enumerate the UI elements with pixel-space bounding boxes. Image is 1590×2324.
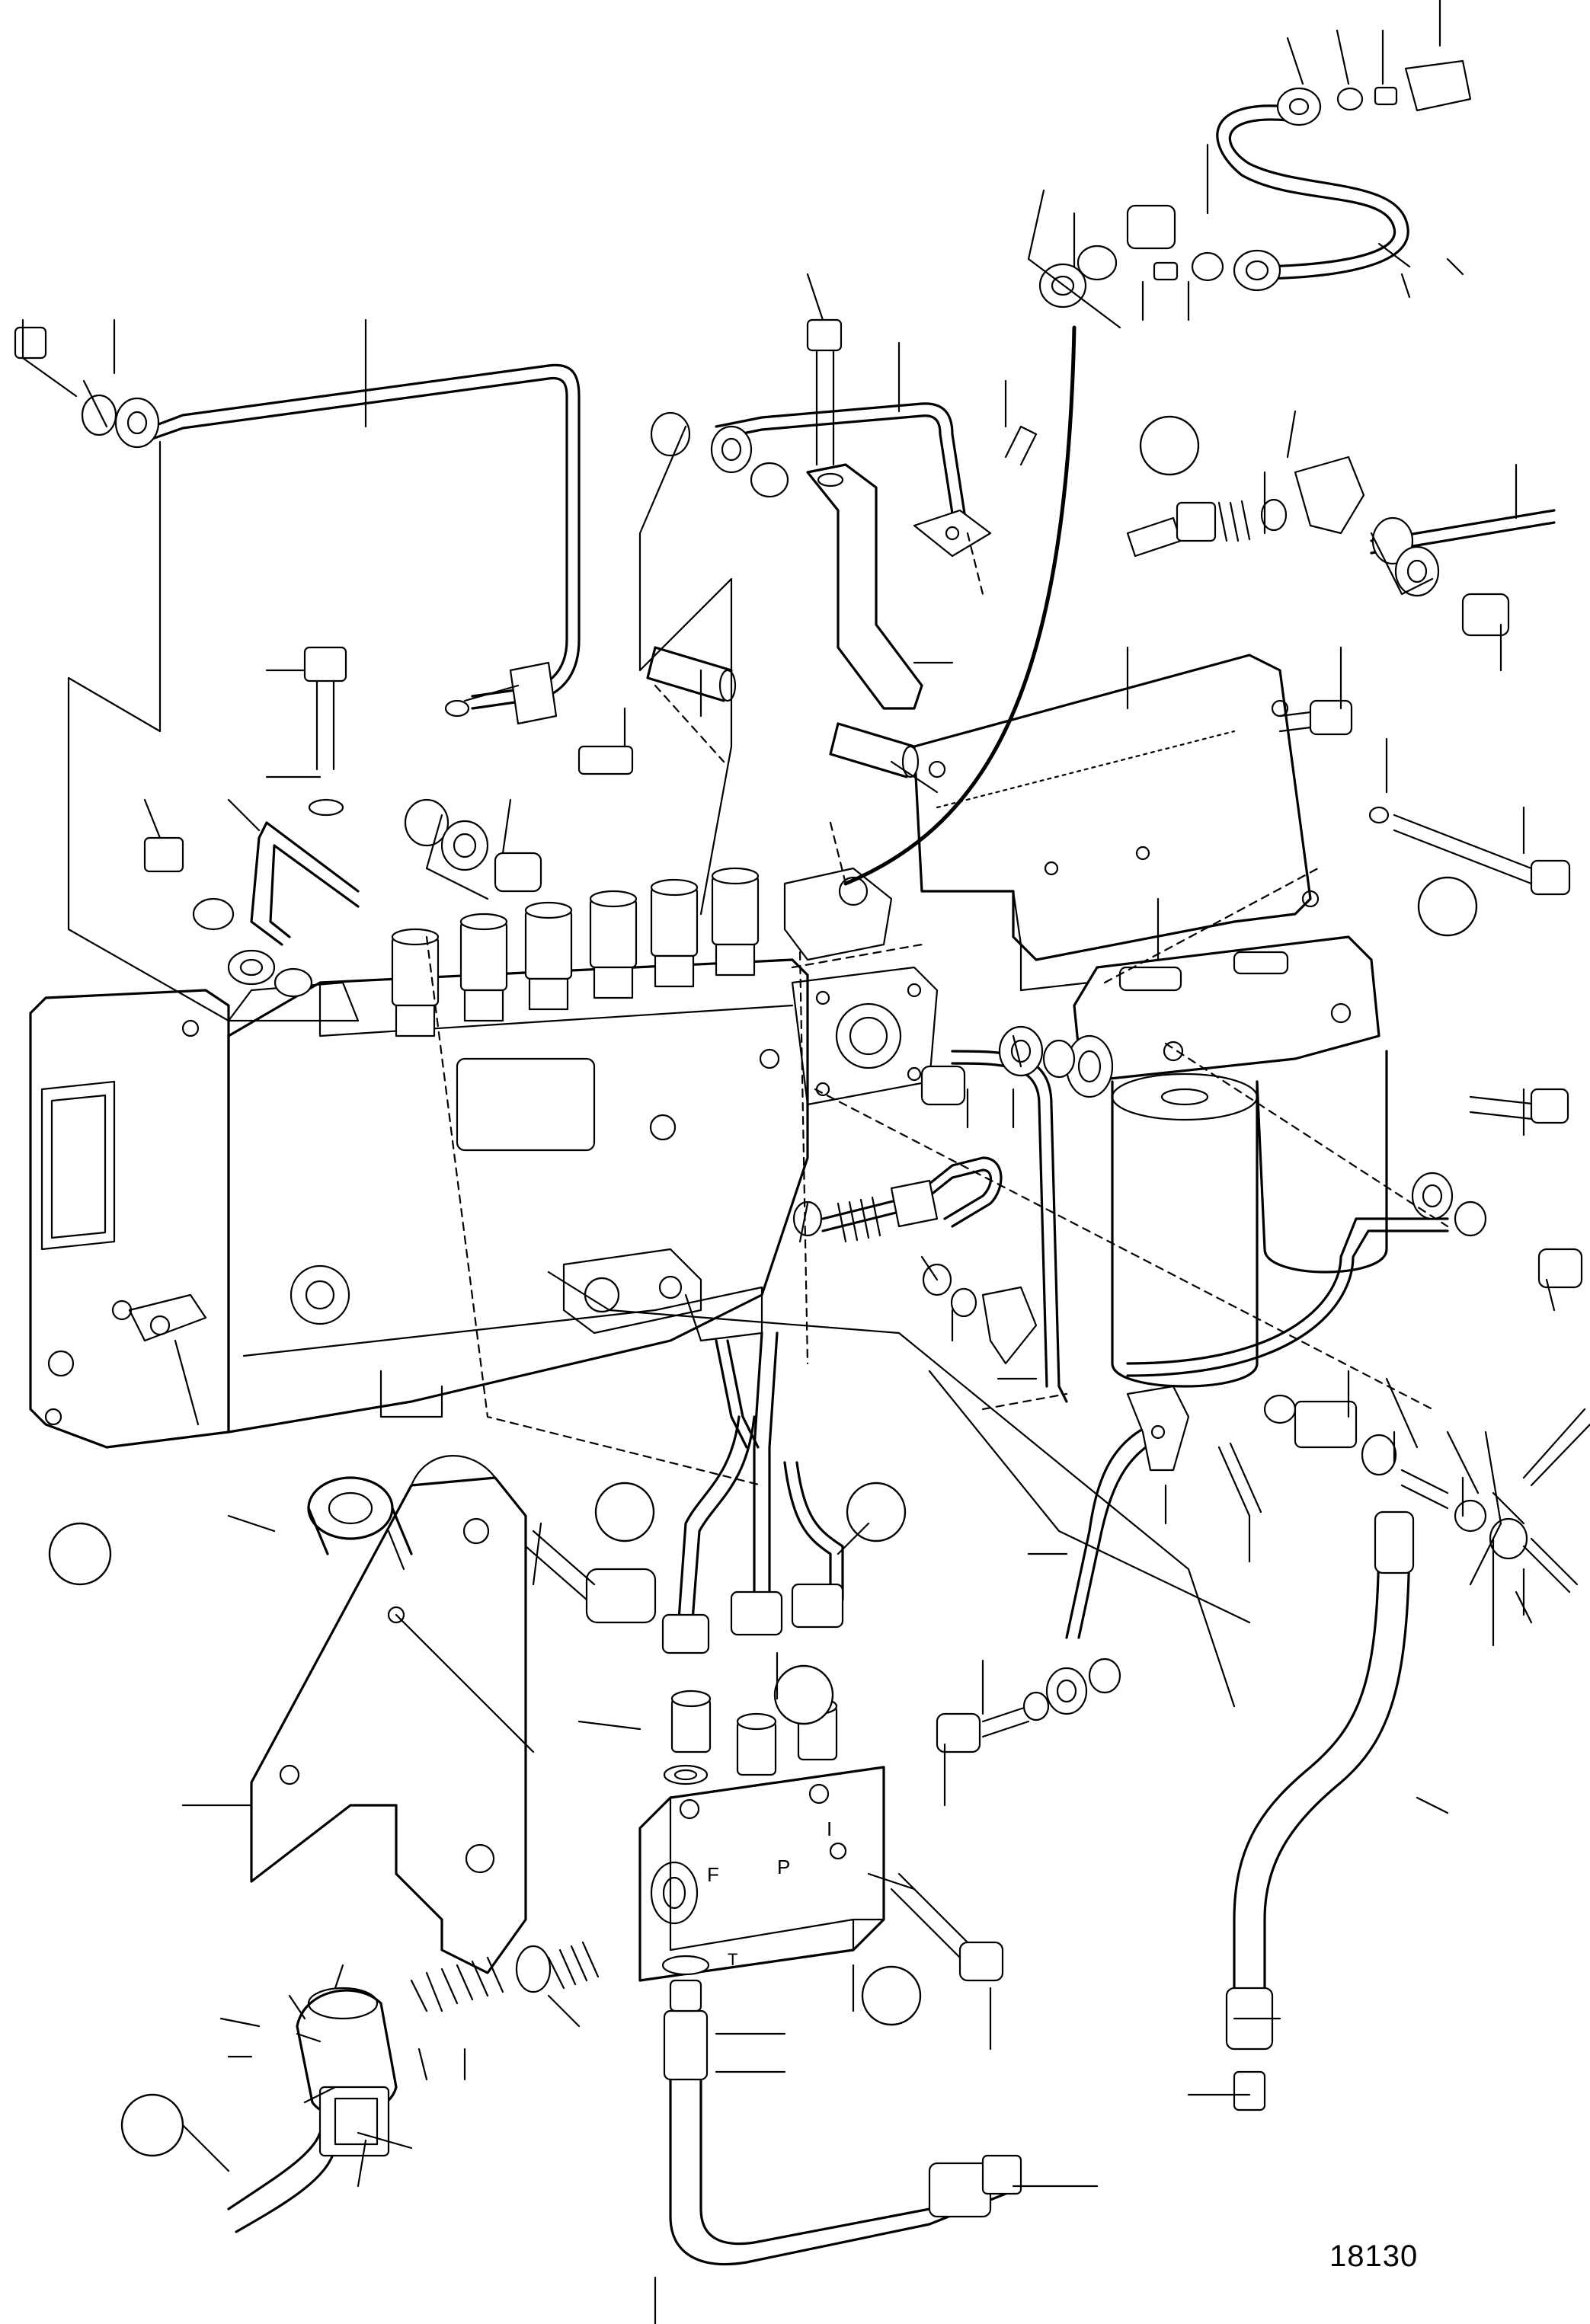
fuel-filter-assembly — [1065, 935, 1388, 1388]
port-label-p: P — [777, 1856, 790, 1878]
alignment-lines — [425, 532, 1449, 1487]
callout-circles — [48, 415, 1478, 2157]
port-label-i: I — [827, 1817, 832, 1840]
solenoid-valve — [296, 1941, 600, 2157]
pump-bracket — [250, 1455, 527, 1974]
rubber-bushing — [307, 1476, 413, 1555]
distribution-block: F P I T — [638, 1766, 885, 1982]
leader-lines — [21, 0, 1556, 2324]
filter-bracket — [913, 654, 1320, 992]
bolts — [14, 59, 1590, 2150]
delivery-valve-holders — [391, 867, 760, 1037]
figure-number: 18130 — [1329, 2239, 1419, 2273]
port-label-f: F — [707, 1863, 719, 1886]
injection-pump — [29, 867, 939, 1449]
explosion-lines — [67, 189, 1502, 1708]
port-label-t: T — [728, 1950, 737, 1969]
